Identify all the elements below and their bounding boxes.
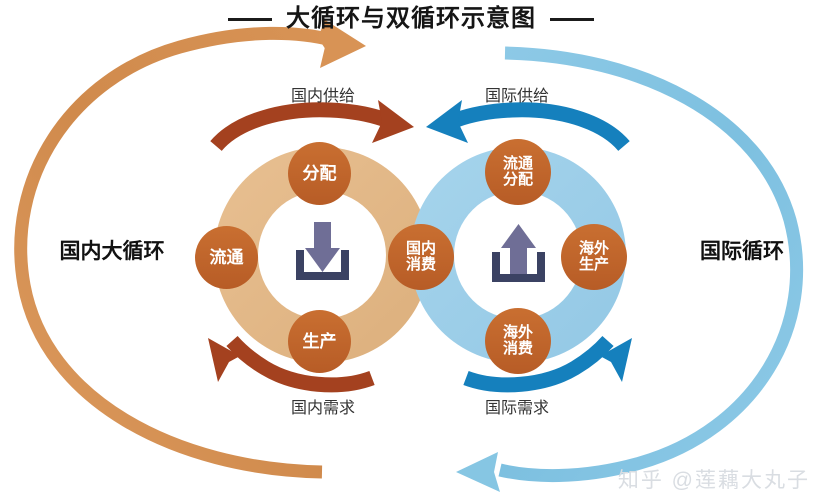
upload-icon bbox=[492, 224, 545, 282]
inner-arrow-international-supply bbox=[426, 100, 630, 152]
node-circulation-label: 流通 bbox=[209, 247, 244, 267]
node-overseas-consumption-line2: 消费 bbox=[502, 340, 533, 357]
node-overseas-production-line2: 生产 bbox=[578, 256, 609, 273]
side-label-international-cycle: 国际循环 bbox=[700, 240, 784, 263]
node-overseas-production[interactable]: 海外 生产 bbox=[561, 224, 627, 290]
page-title: 大循环与双循环示意图 bbox=[286, 5, 536, 32]
node-overseas-consumption-line1: 海外 bbox=[502, 324, 533, 342]
node-production-label: 生产 bbox=[302, 331, 337, 351]
flow-label-domestic-demand: 国内需求 bbox=[290, 400, 355, 417]
diagram-title-bar: 大循环与双循环示意图 bbox=[0, 2, 822, 36]
inner-arrow-domestic-demand bbox=[208, 335, 375, 393]
flow-label-international-supply: 国际供给 bbox=[484, 88, 549, 105]
flow-label-domestic-supply: 国内供给 bbox=[290, 88, 355, 105]
node-distribution-label: 分配 bbox=[302, 163, 337, 183]
node-circulation-distribution-line2: 分配 bbox=[502, 171, 533, 188]
node-distribution[interactable]: 分配 bbox=[288, 142, 351, 205]
side-label-domestic-cycle: 国内大循环 bbox=[59, 240, 165, 263]
outer-arc-international bbox=[456, 46, 804, 492]
node-circulation[interactable]: 流通 bbox=[195, 226, 258, 289]
inner-arrow-domestic-supply bbox=[210, 100, 414, 152]
node-domestic-consumption[interactable]: 国内 消费 bbox=[388, 224, 454, 290]
node-domestic-consumption-line2: 消费 bbox=[405, 256, 436, 273]
node-domestic-consumption-line1: 国内 bbox=[405, 240, 436, 258]
watermark: 知乎 @莲藕大丸子 bbox=[617, 469, 810, 492]
node-overseas-consumption[interactable]: 海外 消费 bbox=[485, 308, 551, 374]
node-production[interactable]: 生产 bbox=[288, 310, 351, 373]
download-icon bbox=[296, 222, 349, 280]
title-rule-left bbox=[228, 17, 272, 21]
inner-arrow-international-demand bbox=[463, 335, 632, 393]
flow-label-international-demand: 国际需求 bbox=[484, 400, 549, 417]
node-circulation-distribution[interactable]: 流通 分配 bbox=[485, 139, 551, 205]
node-overseas-production-line1: 海外 bbox=[578, 240, 609, 258]
node-circulation-distribution-line1: 流通 bbox=[502, 155, 533, 173]
outer-arc-domestic bbox=[14, 18, 366, 479]
title-rule-right bbox=[550, 17, 594, 21]
